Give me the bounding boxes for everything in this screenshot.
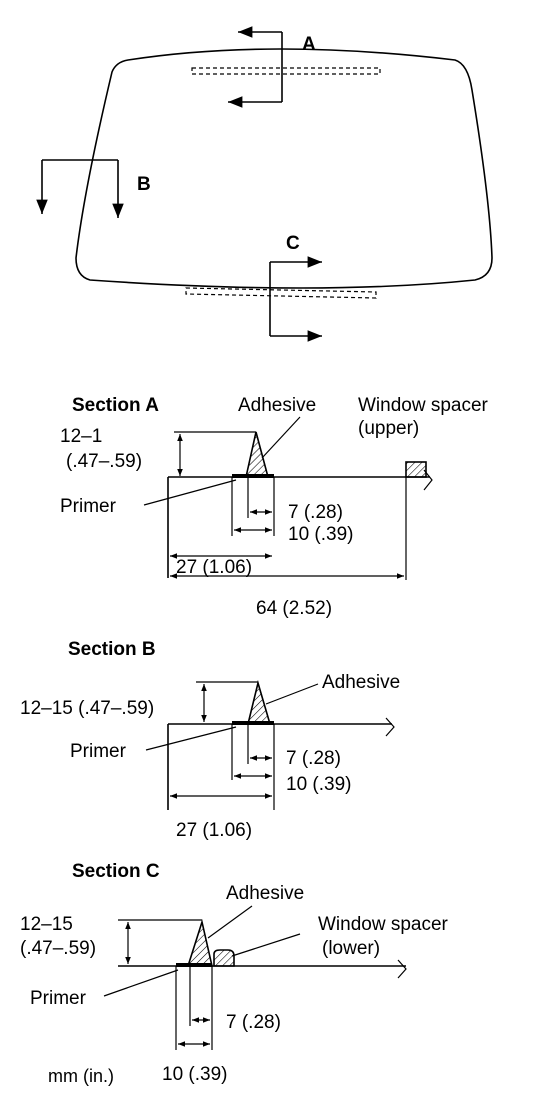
section-a-primer-label: Primer (60, 496, 117, 517)
section-a-title: Section A (72, 395, 159, 416)
section-c: Section C Adhesive Window spacer (lower)… (20, 861, 449, 1085)
section-a-spacer-label-sub: (upper) (358, 418, 419, 439)
section-a-dim-10: 10 (.39) (288, 524, 353, 545)
section-b-primer (232, 721, 274, 725)
section-b-dim-7: 7 (.28) (286, 748, 341, 769)
section-c-height-label-sub: (.47–.59) (20, 938, 96, 959)
section-a-height-label: 12–1 (60, 426, 102, 447)
windshield-outline (75, 48, 493, 289)
section-a-primer (232, 474, 274, 478)
section-b-dim-27: 27 (1.06) (176, 820, 252, 841)
section-b-body-panel (167, 717, 395, 810)
section-b: Section B Adhesive 12–15 (.47–.59) Prime… (20, 639, 400, 841)
section-c-spacer-label-sub: (lower) (322, 938, 380, 959)
section-a-dim-7: 7 (.28) (288, 502, 343, 523)
section-c-cut-marker: C (269, 233, 322, 342)
section-b-adhesive-label: Adhesive (322, 672, 400, 693)
section-c-adhesive-label: Adhesive (226, 883, 304, 904)
section-c-height-label: 12–15 (20, 914, 73, 935)
section-b-primer-label: Primer (70, 741, 127, 762)
section-c-dim-7: 7 (.28) (226, 1012, 281, 1033)
section-c-primer (176, 963, 212, 967)
section-a: Section A Adhesive Window spacer (upper)… (60, 395, 489, 619)
section-b-dim-10: 10 (.39) (286, 774, 351, 795)
section-a-cut-marker: A (228, 26, 316, 108)
section-a-window-spacer (405, 461, 427, 478)
section-a-dim-27: 27 (1.06) (176, 557, 252, 578)
windshield-overview: A B C (36, 26, 493, 342)
section-a-adhesive-label: Adhesive (238, 395, 316, 416)
section-c-body-panel (118, 959, 407, 979)
section-a-marker: A (302, 34, 316, 55)
section-c-dim-10: 10 (.39) (162, 1064, 227, 1085)
units-label: mm (in.) (48, 1066, 114, 1086)
section-c-window-spacer (213, 949, 235, 967)
section-b-height-label: 12–15 (.47–.59) (20, 698, 154, 719)
lower-spacer-strip (185, 287, 377, 299)
section-b-title: Section B (68, 639, 156, 660)
section-a-dim-64: 64 (2.52) (256, 598, 332, 619)
section-c-spacer-label: Window spacer (318, 914, 449, 935)
section-c-primer-label: Primer (30, 988, 87, 1009)
section-a-spacer-label: Window spacer (358, 395, 489, 416)
upper-spacer-strip (191, 67, 381, 75)
section-a-height-label-sub: (.47–.59) (66, 451, 142, 472)
section-c-marker: C (286, 233, 300, 254)
section-c-title: Section C (72, 861, 160, 882)
section-b-marker: B (137, 174, 151, 195)
section-c-adhesive-bead (186, 918, 214, 967)
section-b-cut-marker: B (36, 159, 151, 218)
